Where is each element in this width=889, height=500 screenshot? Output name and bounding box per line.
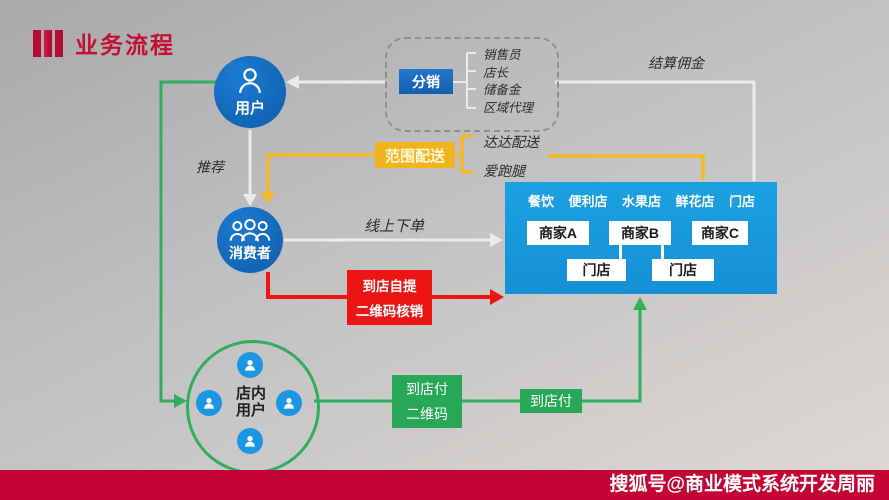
pay-qr-box: 到店付 二维码: [392, 375, 462, 428]
distribution-item: 储备金: [483, 82, 521, 98]
consumer-node-label: 消费者: [229, 244, 271, 261]
person-avatar-icon: [237, 428, 263, 454]
pickup-line1: 到店自提: [362, 279, 417, 294]
store-users-line2: 用户: [235, 402, 266, 419]
category-label: 水果店: [621, 194, 661, 209]
distribution-item: 销售员: [483, 47, 521, 62]
recommend-label: 推荐: [196, 160, 224, 176]
platform-box: 餐饮 便利店 水果店 鲜花店 门店 商家A 商家B 商家C 门店 门店: [505, 182, 777, 294]
pay-qr-line1: 到店付: [406, 381, 448, 397]
distribution-items: 销售员 店长 储备金 区域代理: [483, 46, 533, 117]
store-users-label: 店内 用户: [232, 385, 270, 419]
category-label: 鲜花店: [675, 194, 715, 209]
distribution-item: 店长: [483, 64, 509, 80]
title-bars-icon: [33, 29, 63, 57]
merchant-b-box: 商家B: [609, 221, 671, 245]
pay-box: 到店付: [520, 389, 582, 413]
gray-arrowheads: [243, 75, 503, 247]
person-avatar-icon: [237, 352, 263, 378]
person-avatar-icon: [196, 390, 222, 416]
green-arrowheads: [174, 297, 647, 408]
errand-runner-label: 爱跑腿: [483, 164, 525, 180]
merchant-a-box: 商家A: [527, 221, 589, 245]
gray-flow-lines: [248, 80, 756, 242]
store-users-line1: 店内: [235, 385, 266, 402]
watermark-bar: 搜狐号@商业模式系统开发周丽: [0, 470, 889, 500]
distribution-bracket: [453, 52, 476, 109]
consumer-group-icon: [229, 218, 271, 241]
platform-categories: 餐饮 便利店 水果店 鲜花店 门店: [528, 191, 755, 210]
page-title: 业务流程: [75, 32, 175, 58]
distribution-label-box: 分销: [399, 69, 453, 94]
page-title-block: 业务流程: [33, 26, 175, 60]
red-arrowhead: [490, 289, 504, 305]
range-delivery-box: 范围配送: [375, 142, 455, 168]
store-box: 门店: [567, 259, 626, 281]
online-order-label: 线上下单: [364, 217, 425, 235]
yellow-arrowheads: [261, 192, 275, 204]
distribution-item: 区域代理: [483, 100, 534, 116]
category-label: 餐饮: [528, 194, 555, 209]
person-avatar-icon: [276, 390, 302, 416]
consumer-node: 消费者: [217, 207, 283, 273]
merchant-store-connector: [661, 244, 664, 259]
green-flow-lines: [159, 80, 642, 403]
category-label: 门店: [728, 194, 755, 209]
store-box: 门店: [652, 259, 714, 281]
user-node: 用户: [214, 56, 286, 128]
user-icon: [239, 68, 261, 94]
distribution-group-box: [385, 37, 559, 132]
category-label: 便利店: [568, 194, 608, 209]
pickup-line2: 二维码核销: [355, 304, 424, 319]
merchant-store-connector: [619, 244, 622, 259]
user-node-label: 用户: [234, 100, 265, 117]
commission-label: 结算佣金: [648, 56, 704, 72]
yellow-flow-lines: [266, 134, 705, 194]
dada-delivery-label: 达达配送: [483, 135, 539, 151]
pay-qr-line2: 二维码: [406, 406, 448, 422]
pickup-verify-box: 到店自提 二维码核销: [347, 270, 432, 325]
merchant-c-box: 商家C: [692, 221, 748, 245]
